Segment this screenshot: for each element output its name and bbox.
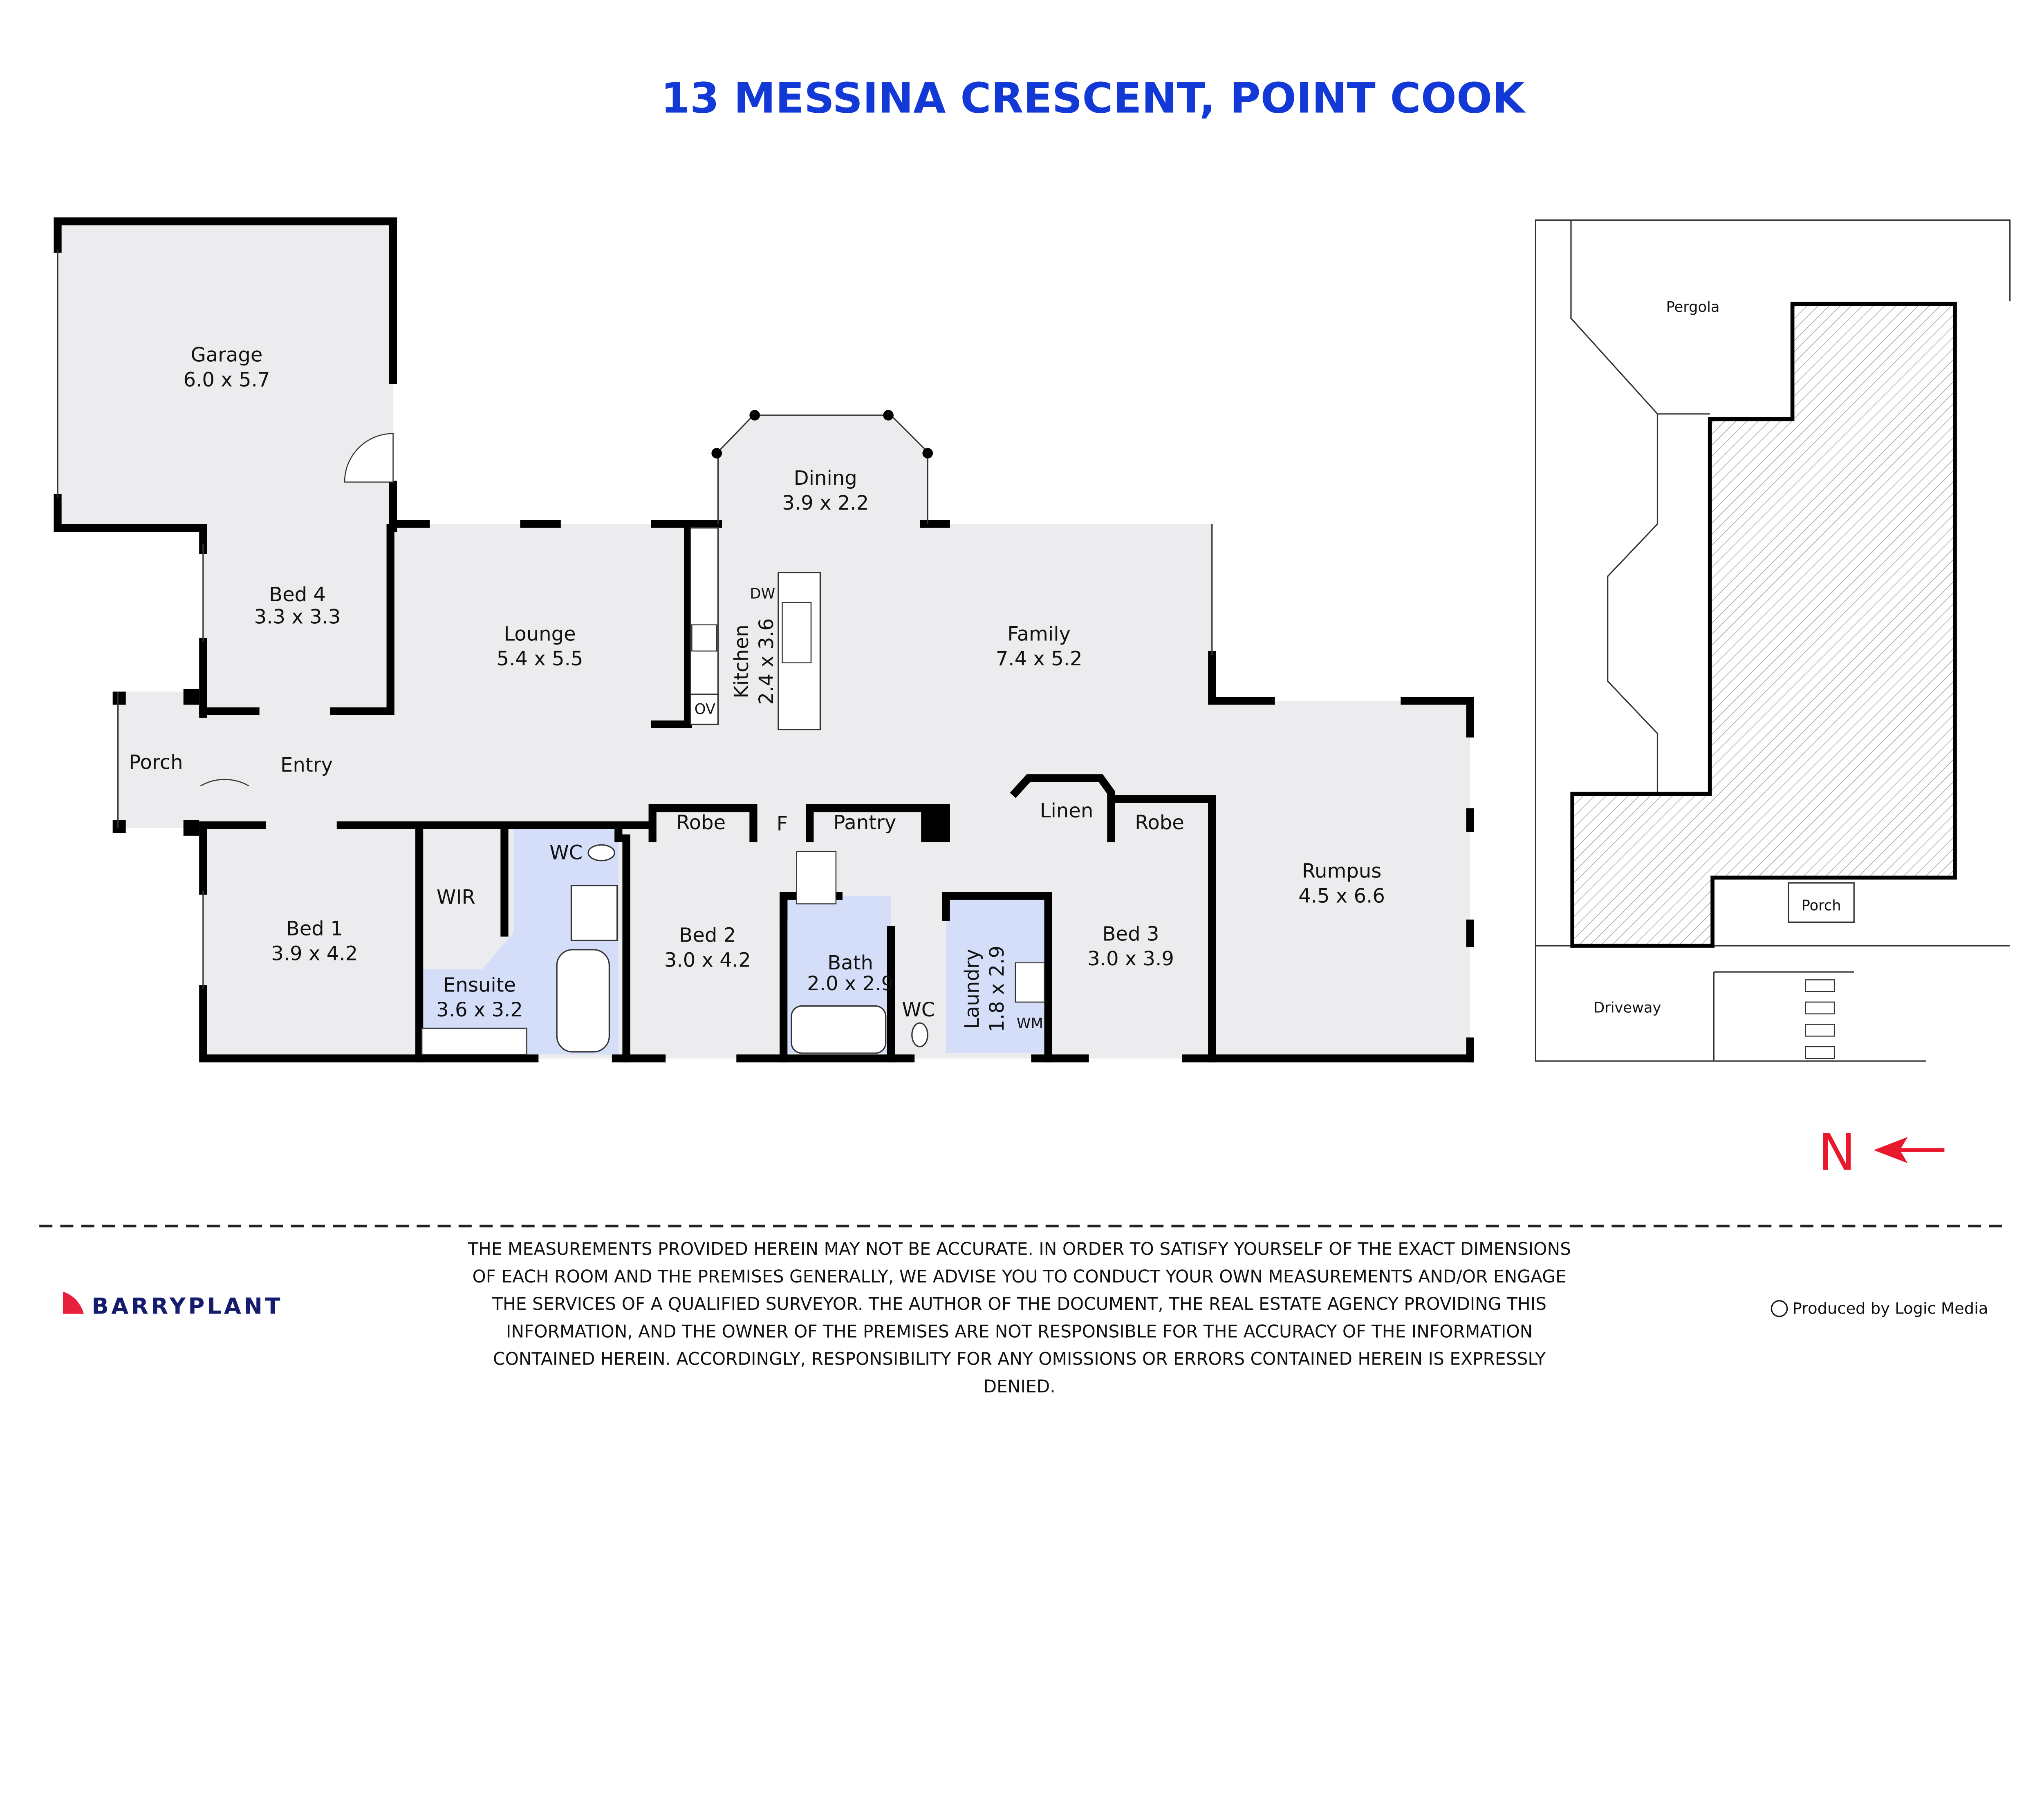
laundry-size: 1.8 x 2.9 bbox=[986, 946, 1009, 1032]
svg-text:CONTAINED HEREIN. ACCORDINGLY,: CONTAINED HEREIN. ACCORDINGLY, RESPONSIB… bbox=[493, 1349, 1546, 1369]
door-icon bbox=[344, 433, 394, 483]
bed4-label: Bed 4 bbox=[269, 583, 326, 606]
kitchen-label: Kitchen bbox=[730, 624, 753, 698]
wc-ensuite-label: WC bbox=[549, 841, 583, 864]
porch-label: Porch bbox=[129, 751, 183, 774]
fridge-label: F bbox=[777, 812, 788, 835]
svg-text:Produced by Logic Media: Produced by Logic Media bbox=[1793, 1300, 1988, 1318]
garage-label: Garage bbox=[191, 344, 262, 367]
floor-plan-sheet: 13 MESSINA CRESCENT, POINT COOK bbox=[39, 74, 2011, 1397]
bath-size: 2.0 x 2.9 bbox=[807, 972, 894, 995]
driveway-label: Driveway bbox=[1594, 1000, 1661, 1016]
entry-label: Entry bbox=[280, 754, 333, 777]
walls bbox=[54, 217, 1474, 1063]
disclaimer: THE MEASUREMENTS PROVIDED HEREIN MAY NOT… bbox=[467, 1239, 1571, 1397]
dining-label: Dining bbox=[794, 467, 857, 490]
sink-icon bbox=[782, 602, 812, 664]
kitchen-size: 2.4 x 3.6 bbox=[755, 618, 778, 705]
washing-machine-label: WM bbox=[1017, 1015, 1043, 1032]
rumpus-label: Rumpus bbox=[1302, 859, 1382, 882]
floors bbox=[58, 221, 1470, 1059]
site-plan: Pergola Porch Driveway bbox=[1535, 219, 2011, 1062]
bed3-size: 3.0 x 3.9 bbox=[1087, 947, 1174, 970]
arrow-left-icon bbox=[1874, 1137, 1945, 1164]
robe-bed2-label: Robe bbox=[676, 811, 726, 834]
svg-text:DENIED.: DENIED. bbox=[984, 1376, 1056, 1396]
pergola-label: Pergola bbox=[1666, 299, 1720, 316]
bed1-size: 3.9 x 4.2 bbox=[271, 942, 358, 965]
barryplant-logo: BARRYPLANT bbox=[63, 1291, 283, 1319]
credit: Produced by Logic Media bbox=[1771, 1300, 1988, 1318]
bed2-label: Bed 2 bbox=[679, 924, 736, 947]
copyright-icon bbox=[1771, 1300, 1788, 1317]
svg-text:THE SERVICES OF A QUALIFIED SU: THE SERVICES OF A QUALIFIED SURVEYOR. TH… bbox=[492, 1294, 1546, 1314]
rumpus-size: 4.5 x 6.6 bbox=[1298, 884, 1385, 907]
svg-text:INFORMATION, AND THE OWNER OF: INFORMATION, AND THE OWNER OF THE PREMIS… bbox=[506, 1321, 1533, 1341]
family-label: Family bbox=[1007, 622, 1071, 645]
house-footprint bbox=[1570, 302, 1957, 948]
ensuite-label: Ensuite bbox=[443, 973, 516, 996]
room-labels: Garage 6.0 x 5.7 Dining 3.9 x 2.2 Bed 4 … bbox=[129, 344, 1385, 1032]
pantry-label: Pantry bbox=[833, 811, 896, 834]
dishwasher-label: DW bbox=[750, 586, 775, 602]
garage-size: 6.0 x 5.7 bbox=[184, 369, 270, 392]
linen-label: Linen bbox=[1040, 799, 1094, 822]
site-porch-label: Porch bbox=[1802, 897, 1841, 914]
wir-label: WIR bbox=[437, 886, 475, 909]
ensuite-size: 3.6 x 3.2 bbox=[436, 998, 523, 1021]
bed3-label: Bed 3 bbox=[1103, 922, 1159, 945]
dining-size: 3.9 x 2.2 bbox=[782, 492, 869, 515]
oven-label: OV bbox=[695, 701, 715, 718]
north-label: N bbox=[1818, 1123, 1856, 1182]
wc-label: WC bbox=[902, 998, 935, 1021]
laundry-label: Laundry bbox=[961, 949, 984, 1029]
lounge-label: Lounge bbox=[504, 622, 576, 645]
page-title: 13 MESSINA CRESCENT, POINT COOK bbox=[661, 74, 1526, 123]
toilet-icon bbox=[911, 1022, 928, 1047]
cooktop-icon bbox=[691, 624, 717, 652]
lounge-size: 5.4 x 5.5 bbox=[497, 647, 583, 670]
bath-label: Bath bbox=[827, 951, 873, 974]
svg-text:BARRYPLANT: BARRYPLANT bbox=[92, 1293, 283, 1319]
family-size: 7.4 x 5.2 bbox=[996, 647, 1083, 670]
toilet-icon bbox=[587, 844, 615, 862]
bed1-label: Bed 1 bbox=[286, 917, 343, 940]
kitchen-fixtures bbox=[57, 248, 1045, 1055]
bed4-size: 3.3 x 3.3 bbox=[254, 606, 341, 629]
svg-text:THE MEASUREMENTS PROVIDED HERE: THE MEASUREMENTS PROVIDED HEREIN MAY NOT… bbox=[467, 1239, 1571, 1259]
svg-text:OF EACH ROOM AND THE PREMISES: OF EACH ROOM AND THE PREMISES GENERALLY,… bbox=[472, 1267, 1566, 1287]
bed2-size: 3.0 x 4.2 bbox=[664, 949, 751, 971]
robe-bed3-label: Robe bbox=[1135, 811, 1184, 834]
